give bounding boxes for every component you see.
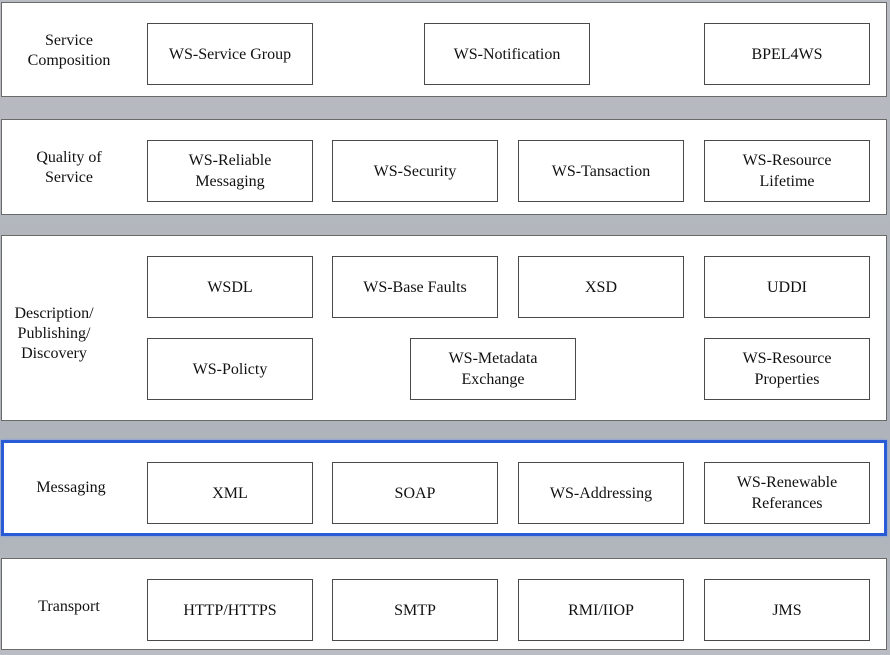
layer-label-transport: Transport	[38, 598, 100, 615]
layer-transport: Transport HTTP/HTTPS SMTP RMI/IIOP JMS	[1, 558, 887, 650]
layer-description-publishing-discovery: Description/ Publishing/ Discovery WSDL …	[1, 235, 887, 421]
box-ws-renewable-referances: WS-Renewable Referances	[704, 462, 870, 524]
layer-service-composition: Service Composition WS-Service Group WS-…	[1, 2, 887, 97]
box-wsdl: WSDL	[147, 256, 313, 318]
layer-label-messaging: Messaging	[36, 479, 106, 496]
box-soap: SOAP	[332, 462, 498, 524]
box-ws-security: WS-Security	[332, 140, 498, 202]
box-ws-reliable-messaging: WS-Reliable Messaging	[147, 140, 313, 202]
layer-label-description-publishing-discovery: Description/ Publishing/ Discovery	[14, 305, 94, 362]
box-ws-addressing: WS-Addressing	[518, 462, 684, 524]
box-rmi-iiop: RMI/IIOP	[518, 579, 684, 641]
layer-quality-of-service: Quality of Service WS-Reliable Messaging…	[1, 119, 887, 215]
box-smtp: SMTP	[332, 579, 498, 641]
layer-label-service-composition: Service Composition	[27, 31, 111, 69]
layer-label-quality-of-service: Quality of Service	[36, 149, 102, 186]
box-ws-service-group: WS-Service Group	[147, 23, 313, 85]
box-ws-metadata-exchange: WS-Metadata Exchange	[410, 338, 576, 400]
box-ws-resource-properties: WS-Resource Properties	[704, 338, 870, 400]
box-http-https: HTTP/HTTPS	[147, 579, 313, 641]
box-ws-tansaction: WS-Tansaction	[518, 140, 684, 202]
box-bpel4ws: BPEL4WS	[704, 23, 870, 85]
box-xsd: XSD	[518, 256, 684, 318]
layer-messaging: Messaging XML SOAP WS-Addressing WS-Rene…	[1, 440, 887, 536]
box-ws-resource-lifetime: WS-Resource Lifetime	[704, 140, 870, 202]
box-ws-policty: WS-Policty	[147, 338, 313, 400]
box-ws-base-faults: WS-Base Faults	[332, 256, 498, 318]
box-ws-notification: WS-Notification	[424, 23, 590, 85]
box-uddi: UDDI	[704, 256, 870, 318]
box-xml: XML	[147, 462, 313, 524]
box-jms: JMS	[704, 579, 870, 641]
